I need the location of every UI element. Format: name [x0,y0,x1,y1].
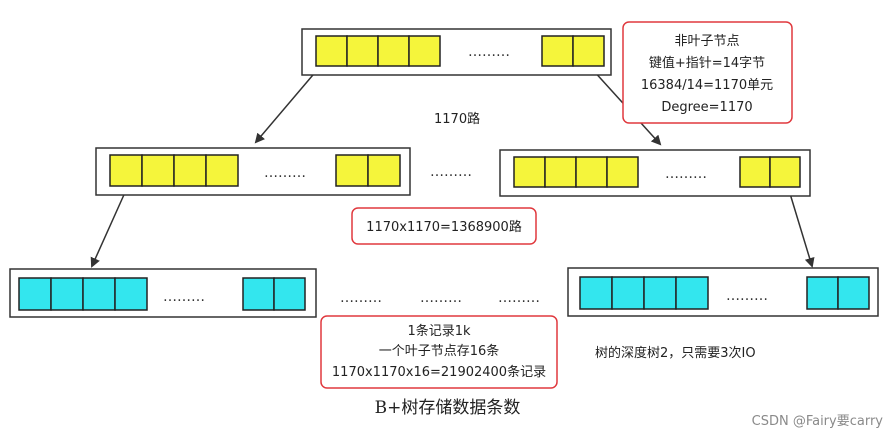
key-cell [367,154,401,187]
key-cell [377,35,410,67]
non-leaf-note-line: 键值+指针=14字节 [649,55,765,71]
leaf-note-line: 一个叶子节点存16条 [379,343,500,359]
level2-total-label: 1170x1170=1368900路 [366,219,522,235]
root-node-right-keys [541,35,605,67]
right-leaf-node-right-keys [806,276,870,310]
left-leaf-node-right-keys [242,277,306,311]
leaf-note-frame [320,315,558,389]
record-cell [675,276,709,310]
left-internal-node-left-keys [109,154,239,187]
leaf-note-line: 1170x1170x16=21902400条记录 [332,364,546,380]
record-cell [114,277,148,311]
tree-depth-label: 树的深度树2，只需要3次IO [595,345,756,361]
key-cell [541,35,574,67]
key-cell [544,156,577,188]
record-cell [837,276,870,310]
leaf-note: 1条记录1k 一个叶子节点存16条 1170x1170x16=21902400条… [320,315,558,389]
non-leaf-note-line: 非叶子节点 [674,34,739,49]
left-leaf-node-ellipsis: ……… [163,289,205,305]
record-cell [643,276,677,310]
record-cell [82,277,116,311]
left-internal-node: ……… [95,147,411,196]
non-leaf-note-line: 16384/14=1170单元 [641,78,773,93]
right-leaf-node-left-keys [579,276,709,310]
record-cell [579,276,613,310]
record-cell [18,277,52,311]
record-cell [273,277,306,311]
key-cell [575,156,608,188]
record-cell [50,277,84,311]
non-leaf-note-line: Degree=1170 [661,100,752,115]
record-cell [806,276,839,310]
key-cell [408,35,441,67]
right-internal-node-right-keys [739,156,801,188]
left-leaf-node: ……… [9,268,317,318]
arrow-left-internal-to-left-leaf [90,187,128,268]
arrow-right-internal-to-right-leaf [787,186,815,268]
leaf-level-ellipsis-1: ……… [340,290,382,306]
root-node: ……… [301,28,612,76]
key-cell [335,154,369,187]
internal-level-ellipsis: ……… [430,164,472,180]
level2-total-note: 1170x1170=1368900路 [351,207,537,245]
root-node-ellipsis: ……… [468,44,510,60]
key-cell [205,154,239,187]
key-cell [606,156,639,188]
key-cell [173,154,207,187]
root-node-left-keys [315,35,441,67]
left-leaf-node-left-keys [18,277,148,311]
right-internal-node-left-keys [513,156,639,188]
csdn-watermark: CSDN @Fairy要carry [751,414,883,429]
arrow-root-to-left-internal [254,68,319,144]
left-internal-node-ellipsis: ……… [264,165,306,181]
key-cell [769,156,801,188]
left-internal-node-right-keys [335,154,401,187]
connector-arrows [90,68,815,268]
non-leaf-note-frame [622,21,793,124]
leaf-level-ellipsis-2: ……… [420,290,462,306]
key-cell [141,154,175,187]
key-cell [315,35,348,67]
fanout-label: 1170路 [434,111,480,127]
right-internal-node-ellipsis: ……… [665,166,707,182]
figure-caption: B+树存储数据条数 [374,398,521,418]
leaf-note-line: 1条记录1k [407,323,471,339]
right-leaf-node-ellipsis: ……… [726,288,768,304]
record-cell [611,276,645,310]
record-cell [242,277,275,311]
non-leaf-note: 非叶子节点 键值+指针=14字节 16384/14=1170单元 Degree=… [622,21,793,124]
key-cell [513,156,546,188]
level2-total-note-frame [351,207,537,245]
key-cell [346,35,379,67]
key-cell [572,35,605,67]
key-cell [109,154,143,187]
right-internal-node: ……… [499,149,811,197]
leaf-level-ellipsis-3: ……… [498,290,540,306]
key-cell [739,156,771,188]
right-leaf-node: ……… [567,267,879,317]
